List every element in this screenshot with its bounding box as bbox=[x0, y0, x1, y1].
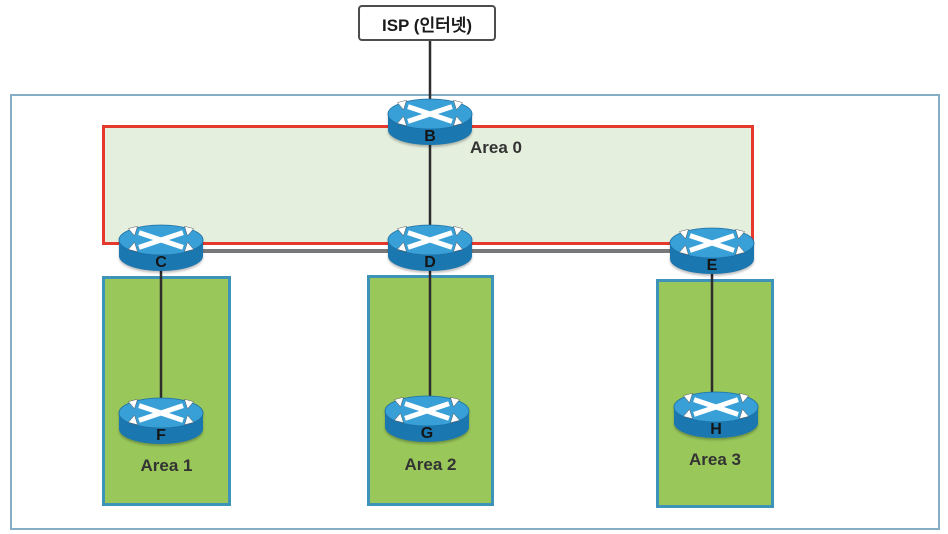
router-h-label: H bbox=[710, 421, 722, 438]
router-d: D bbox=[387, 223, 473, 275]
router-b-label: B bbox=[424, 128, 436, 145]
area3-label: Area 3 bbox=[689, 450, 741, 469]
router-c-label: C bbox=[155, 254, 167, 271]
router-e: E bbox=[669, 226, 755, 278]
router-f-label: F bbox=[156, 427, 166, 444]
router-g-label: G bbox=[420, 425, 434, 442]
router-c: C bbox=[118, 223, 204, 275]
router-h: H bbox=[673, 390, 759, 442]
router-g: G bbox=[384, 394, 470, 446]
area2-box: Area 2 bbox=[367, 275, 494, 506]
router-f: F bbox=[118, 396, 204, 448]
isp-node: ISP (인터넷) bbox=[358, 5, 496, 41]
area1-box: Area 1 bbox=[102, 276, 231, 506]
area0-label: Area 0 bbox=[470, 138, 522, 157]
area2-label: Area 2 bbox=[404, 455, 457, 474]
router-b: B bbox=[387, 97, 473, 149]
router-e-label: E bbox=[706, 257, 718, 274]
router-d-label: D bbox=[424, 254, 436, 271]
area1-label: Area 1 bbox=[140, 456, 193, 475]
isp-label: ISP (인터넷) bbox=[381, 15, 473, 35]
